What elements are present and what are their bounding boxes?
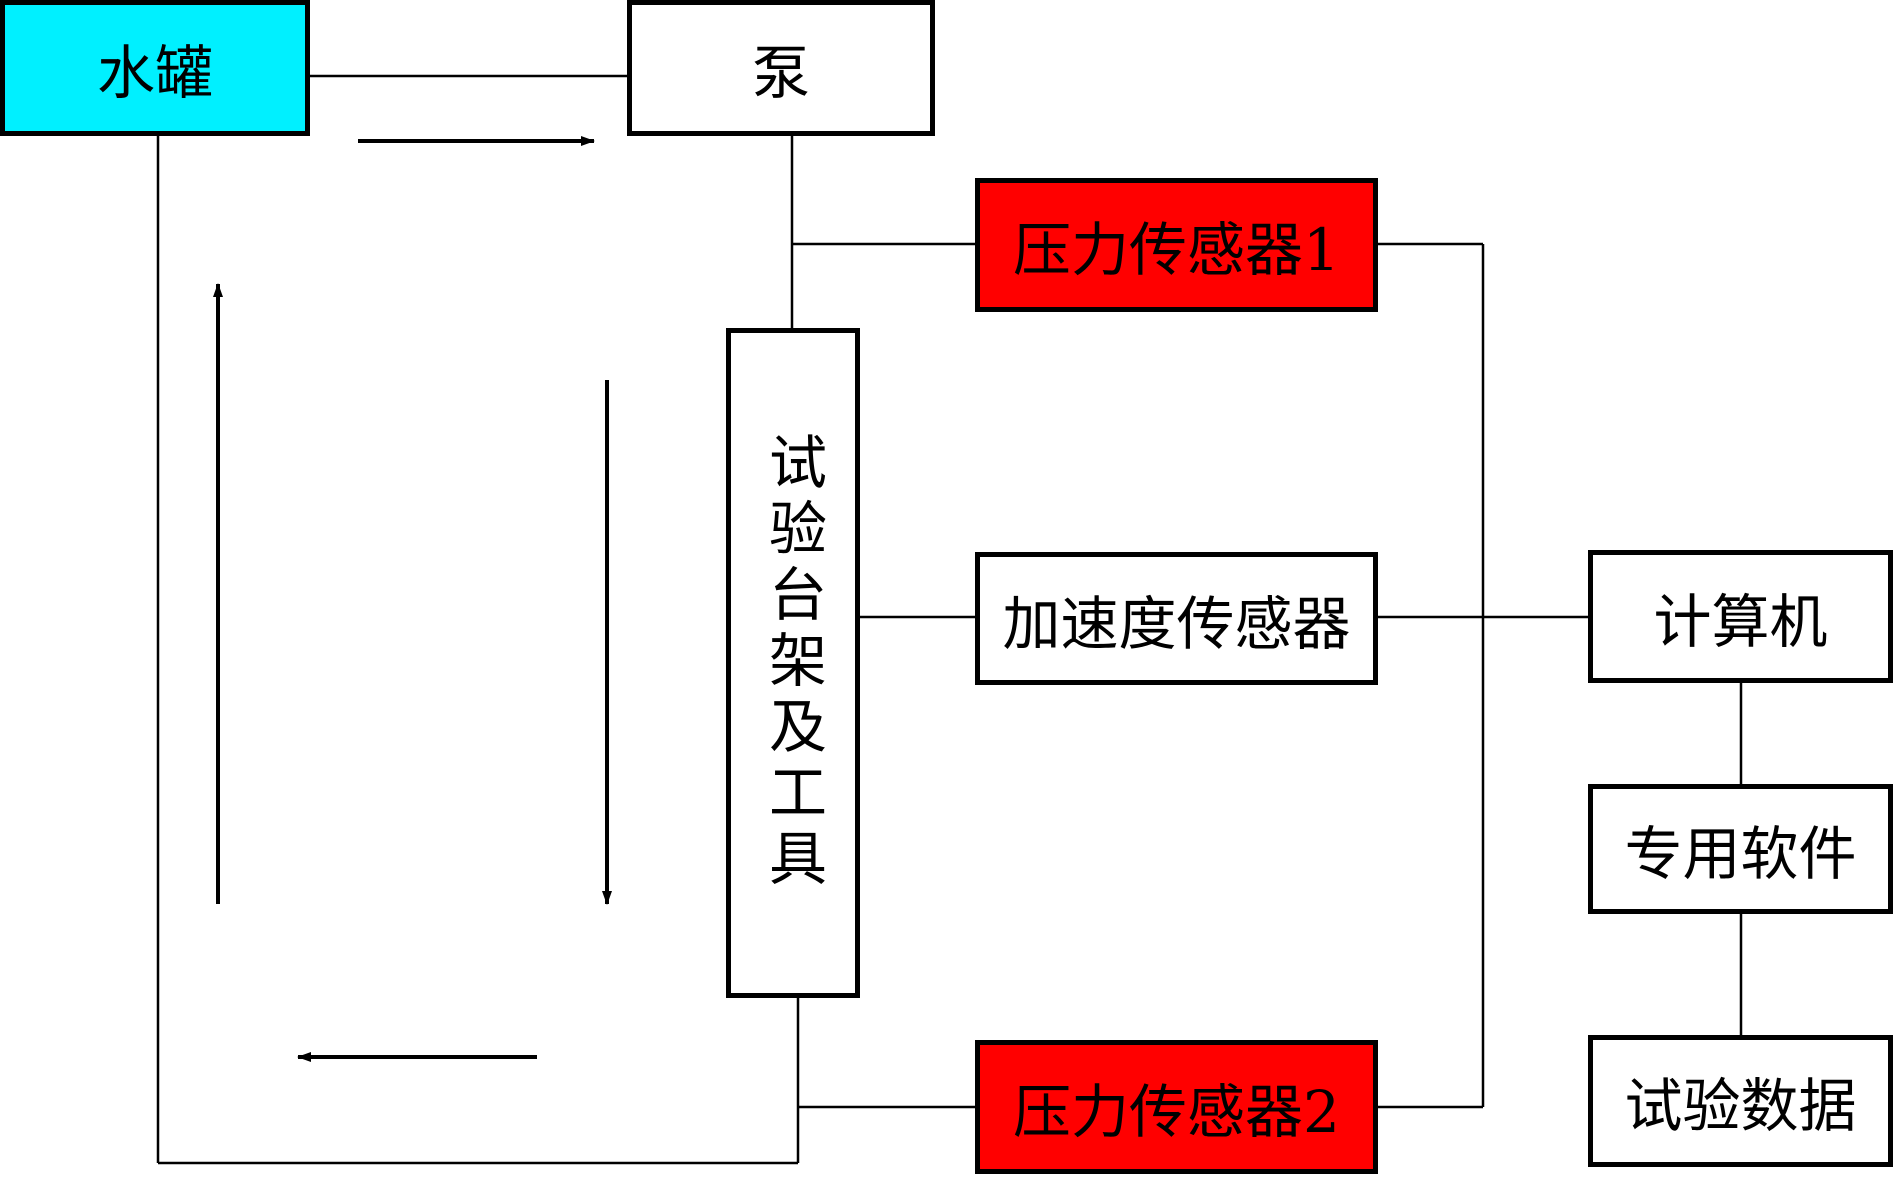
software-box: 专用软件 (1588, 784, 1893, 914)
acceleration-sensor-box: 加速度传感器 (975, 552, 1378, 685)
pump-box: 泵 (627, 0, 935, 136)
test-data-box: 试验数据 (1588, 1035, 1893, 1167)
pressure-sensor-2-box: 压力传感器2 (975, 1040, 1378, 1174)
pressure-sensor-1-box: 压力传感器1 (975, 178, 1378, 312)
water-tank-box: 水罐 (0, 0, 310, 136)
test-bench-box: 试验台架及工具 (726, 328, 860, 998)
computer-box: 计算机 (1588, 550, 1893, 683)
